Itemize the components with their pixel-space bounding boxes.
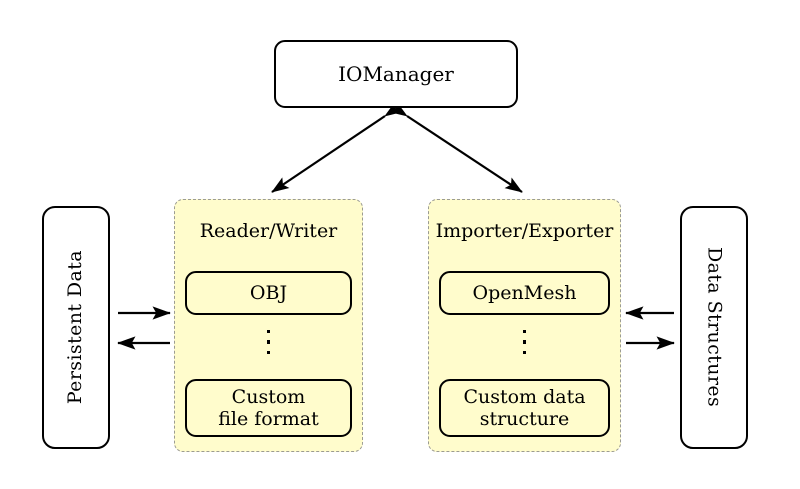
group-reader-writer[interactable]: Reader/Writer OBJ Custom file format — [174, 199, 363, 452]
node-custom-file-format-line2: file format — [218, 408, 319, 430]
node-iomanager[interactable]: IOManager — [274, 40, 518, 108]
ellipsis-dot — [266, 350, 271, 355]
node-data-structures[interactable]: Data Structures — [680, 206, 748, 449]
node-obj[interactable]: OBJ — [185, 271, 352, 315]
ellipsis-dot — [266, 340, 271, 344]
arrow-iomanager-importerexporter — [389, 101, 523, 193]
ellipsis-dot — [266, 330, 271, 334]
group-reader-writer-title: Reader/Writer — [199, 220, 338, 242]
node-custom-file-format-label: Custom file format — [218, 386, 319, 431]
ellipsis-reader-writer — [175, 330, 362, 355]
node-data-structures-label: Data Structures — [703, 247, 726, 408]
node-custom-data-structure-line2: structure — [479, 408, 570, 430]
ellipsis-dot — [522, 330, 527, 334]
group-importer-exporter[interactable]: Importer/Exporter OpenMesh Custom data s… — [428, 199, 621, 452]
ellipsis-importer-exporter — [429, 330, 620, 355]
arrow-iomanager-readerwriter — [271, 101, 403, 193]
node-persistent-data[interactable]: Persistent Data — [42, 206, 110, 449]
node-iomanager-label: IOManager — [338, 61, 454, 86]
node-openmesh-label: OpenMesh — [472, 281, 577, 304]
node-persistent-data-label: Persistent Data — [64, 250, 87, 405]
group-importer-exporter-title: Importer/Exporter — [435, 220, 614, 242]
node-openmesh[interactable]: OpenMesh — [439, 271, 610, 315]
node-custom-file-format[interactable]: Custom file format — [185, 379, 352, 437]
node-custom-data-structure-line1: Custom data — [463, 385, 586, 408]
node-obj-label: OBJ — [249, 281, 288, 304]
ellipsis-dot — [522, 340, 527, 344]
node-custom-file-format-line1: Custom — [231, 385, 306, 408]
ellipsis-dot — [522, 350, 527, 355]
node-custom-data-structure[interactable]: Custom data structure — [439, 379, 610, 437]
node-custom-data-structure-label: Custom data structure — [463, 386, 585, 431]
